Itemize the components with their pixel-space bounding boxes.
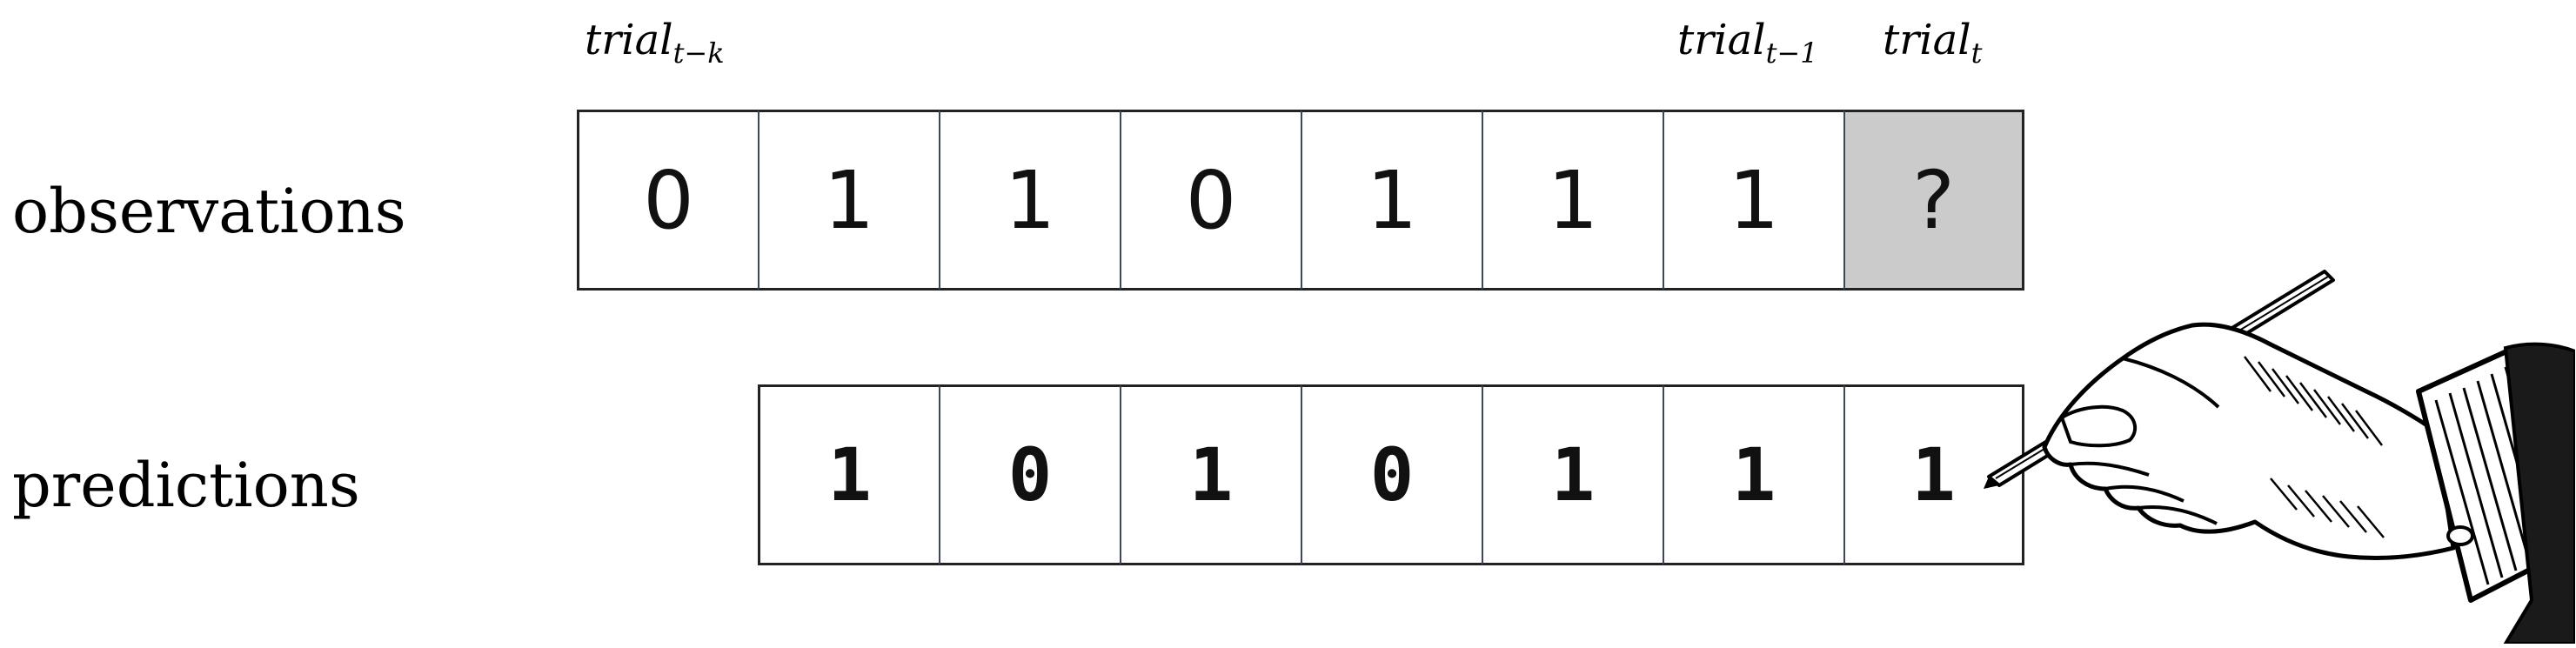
prediction-cell: 0 xyxy=(1301,384,1482,565)
prediction-value: 1 xyxy=(1911,432,1956,518)
trial-label-previous: trialt−1 xyxy=(1677,16,1818,70)
observation-cell: 1 xyxy=(1663,110,1843,291)
observations-row: 0 1 1 0 1 1 1 ? xyxy=(577,110,2024,291)
trial-label-current: trialt xyxy=(1883,16,1983,70)
prediction-cell: 1 xyxy=(1843,384,2024,565)
prediction-cell: 0 xyxy=(939,384,1120,565)
observation-value: 1 xyxy=(1004,153,1056,247)
hand-writing-icon xyxy=(1984,270,2575,644)
observation-value: 1 xyxy=(1728,153,1780,247)
prediction-value: 1 xyxy=(1188,432,1234,518)
observation-value: 1 xyxy=(1366,153,1418,247)
prediction-value: 1 xyxy=(1550,432,1596,518)
predictions-label: predictions xyxy=(12,450,360,521)
predictions-row: 1 0 1 0 1 1 1 xyxy=(758,384,2024,565)
observation-value: 1 xyxy=(823,153,875,247)
prediction-value: 0 xyxy=(1369,432,1415,518)
prediction-value: 1 xyxy=(1731,432,1776,518)
observation-cell: 1 xyxy=(1482,110,1663,291)
observation-cell: 1 xyxy=(1301,110,1482,291)
prediction-value: 0 xyxy=(1007,432,1053,518)
unknown-observation-cell: ? xyxy=(1843,110,2024,291)
prediction-cell: 1 xyxy=(758,384,939,565)
observation-cell: 0 xyxy=(577,110,758,291)
observation-value: 0 xyxy=(643,153,694,247)
trial-label-first: trialt−k xyxy=(585,16,725,70)
prediction-cell: 1 xyxy=(1663,384,1843,565)
observation-cell: 1 xyxy=(939,110,1120,291)
observation-cell: 0 xyxy=(1120,110,1301,291)
prediction-cell: 1 xyxy=(1120,384,1301,565)
observations-label: observations xyxy=(12,176,406,247)
observation-cell: 1 xyxy=(758,110,939,291)
prediction-cell: 1 xyxy=(1482,384,1663,565)
unknown-observation-value: ? xyxy=(1912,153,1955,247)
prediction-value: 1 xyxy=(827,432,872,518)
observation-value: 0 xyxy=(1185,153,1237,247)
observation-value: 1 xyxy=(1547,153,1599,247)
